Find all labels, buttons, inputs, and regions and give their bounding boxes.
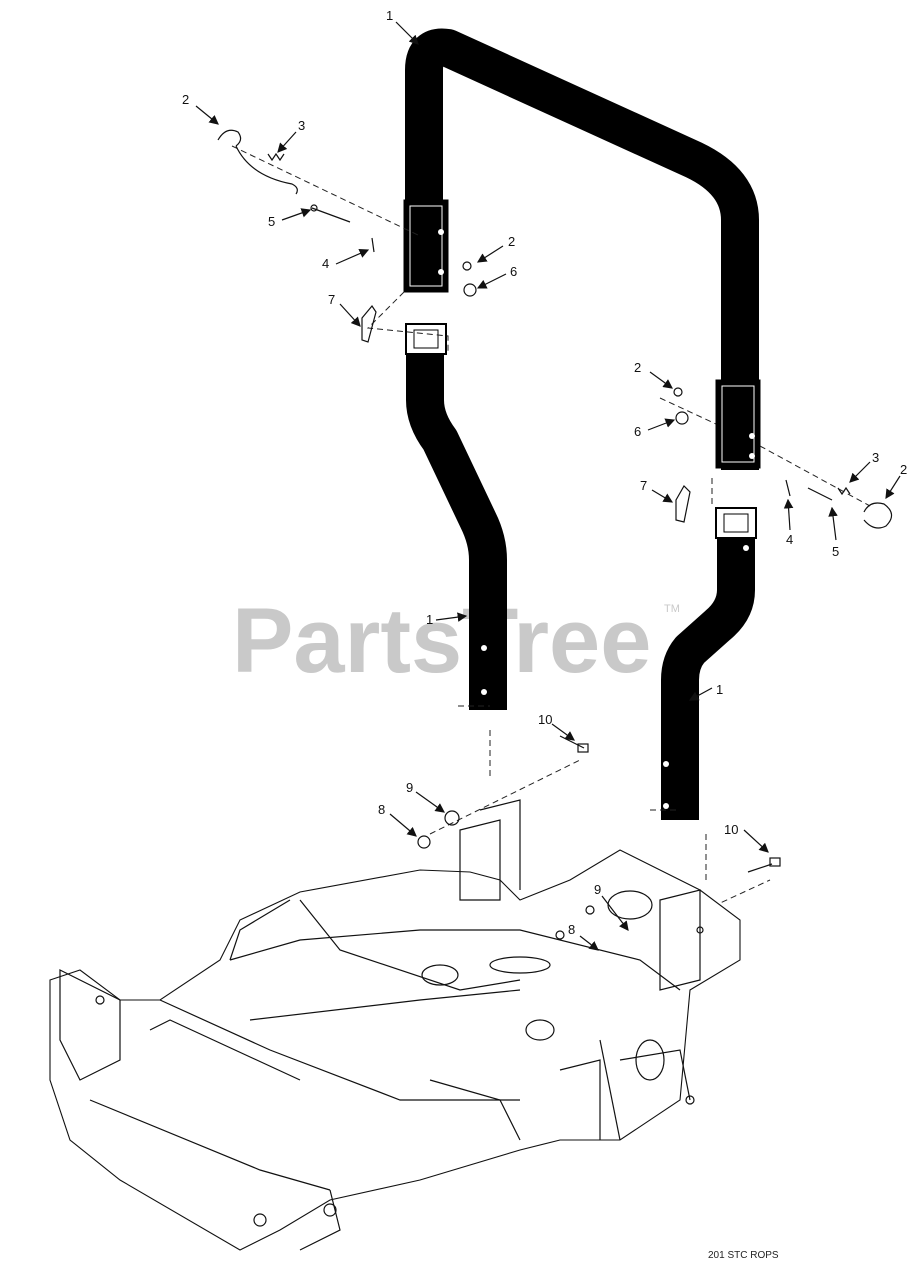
callout-9: 9 <box>406 780 413 795</box>
watermark-tm: TM <box>664 603 680 615</box>
lower-left-roll-bar <box>405 323 507 710</box>
callout-1: 1 <box>386 8 393 23</box>
upper-roll-bar <box>403 28 761 470</box>
callout-5: 5 <box>832 544 839 559</box>
callout-7: 7 <box>328 292 335 307</box>
callout-2: 2 <box>634 360 641 375</box>
callout-arrows <box>195 21 901 951</box>
callout-1: 1 <box>426 612 433 627</box>
hardware <box>217 129 893 965</box>
callout-3: 3 <box>872 450 879 465</box>
callout-10: 10 <box>724 822 738 837</box>
callout-7: 7 <box>640 478 647 493</box>
callout-6: 6 <box>510 264 517 279</box>
callout-2: 2 <box>900 462 907 477</box>
callout-2: 2 <box>182 92 189 107</box>
lower-right-roll-bar <box>661 507 757 820</box>
callout-8: 8 <box>568 922 575 937</box>
alignment-lines <box>231 145 871 941</box>
callout-5: 5 <box>268 214 275 229</box>
callout-1: 1 <box>716 682 723 697</box>
callout-3: 3 <box>298 118 305 133</box>
callout-2: 2 <box>508 234 515 249</box>
diagram-code: 201 STC ROPS <box>708 1250 779 1261</box>
callout-9: 9 <box>594 882 601 897</box>
callout-4: 4 <box>786 532 793 547</box>
callout-10: 10 <box>538 712 552 727</box>
watermark: PartsTree TM <box>232 590 680 692</box>
chassis-frame <box>49 799 741 1251</box>
watermark-text: PartsTree <box>232 590 651 692</box>
callouts: 1 2 3 5 2 4 6 7 2 6 3 2 7 4 5 1 1 10 9 8… <box>182 8 907 937</box>
callout-4: 4 <box>322 256 329 271</box>
callout-6: 6 <box>634 424 641 439</box>
callout-8: 8 <box>378 802 385 817</box>
